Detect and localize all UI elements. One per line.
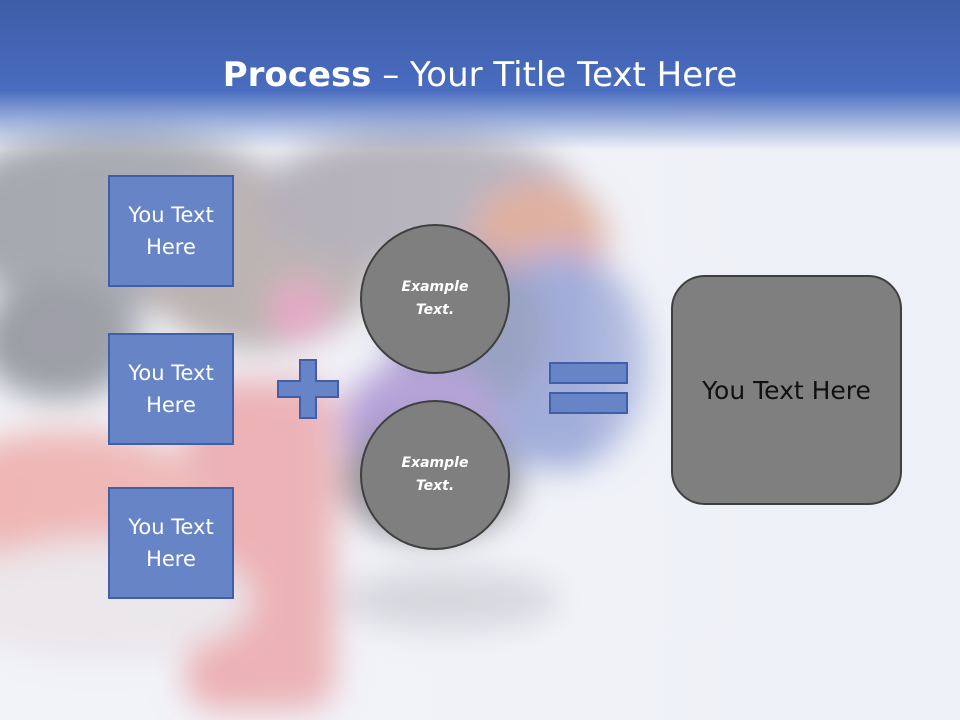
plus-icon: [277, 359, 339, 419]
input-box-1[interactable]: You Text Here: [108, 175, 234, 287]
title-rest: – Your Title Text Here: [371, 55, 738, 95]
input-box-3[interactable]: You Text Here: [108, 487, 234, 599]
input-box-3-label: You Text Here: [128, 515, 214, 571]
title-band: [0, 0, 960, 150]
input-box-2-label: You Text Here: [128, 361, 214, 417]
result-box[interactable]: You Text Here: [671, 275, 902, 505]
example-circle-2-label: Example Text.: [401, 455, 469, 494]
equals-icon: [549, 362, 628, 414]
example-circle-1-label: Example Text.: [401, 279, 469, 318]
example-circle-1[interactable]: Example Text.: [360, 224, 510, 374]
slide-title: Process – Your Title Text Here: [0, 52, 960, 98]
input-box-2[interactable]: You Text Here: [108, 333, 234, 445]
example-circle-2[interactable]: Example Text.: [360, 400, 510, 550]
input-box-1-label: You Text Here: [128, 203, 214, 259]
title-bold: Process: [222, 55, 372, 95]
result-box-label: You Text Here: [702, 375, 871, 405]
